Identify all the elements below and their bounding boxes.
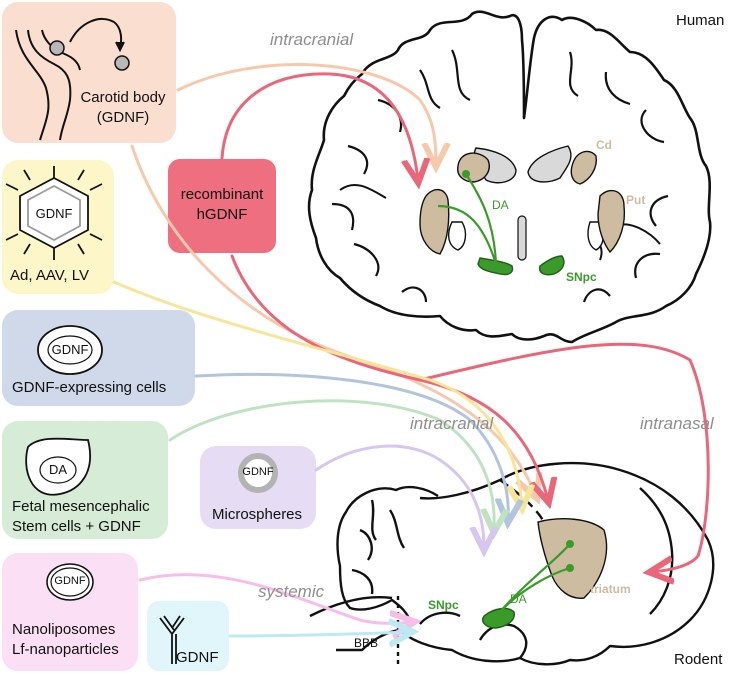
nano-badge: GDNF: [54, 575, 86, 587]
nano-label-line2: Lf-nanoparticles: [12, 641, 119, 658]
gdnf-cell-nucleus: [47, 335, 93, 365]
label-rodent: Rodent: [674, 651, 723, 668]
human-snpc-right: [539, 255, 565, 276]
transplanted-carotid-dot: [114, 55, 130, 71]
carotid-body-box: [2, 2, 176, 143]
route-intracranial-top: intracranial: [270, 30, 354, 49]
human-put-label: Put: [626, 193, 646, 207]
fetal-label-line1: Fetal mesencephalic: [12, 498, 150, 515]
viral-capsid-icon: [5, 166, 103, 260]
human-da-label: DA: [492, 198, 509, 212]
route-intranasal: intranasal: [640, 414, 714, 433]
human-caudate-right: [570, 150, 597, 185]
human-brain-outline: [307, 10, 712, 344]
microspheres-label: Microspheres: [212, 506, 303, 523]
rodent-striatum-label: Striatum: [582, 582, 631, 596]
antibody-box: [147, 601, 229, 671]
human-putamen-right: [597, 189, 626, 254]
carotid-label-line2: (GDNF): [96, 109, 150, 126]
arrow-microspheres-to-rodent: [314, 444, 484, 548]
arrow-antibody-to-rodent: [228, 632, 410, 636]
rodent-da-pathway: [497, 543, 571, 615]
bbb-label: BBB: [354, 636, 379, 650]
human-snpc-label: SNpc: [566, 270, 597, 284]
fetal-label-line2: Stem cells + GDNF: [12, 518, 141, 535]
carotid-label-line1: Carotid body: [80, 89, 166, 106]
nanoliposome-icon: [46, 563, 94, 601]
arrow-viral-to-rodent: [112, 280, 522, 506]
label-human: Human: [676, 12, 725, 29]
route-systemic: systemic: [258, 582, 325, 601]
nano-label-line1: Nanoliposomes: [12, 621, 116, 638]
fetal-badge: DA: [48, 462, 68, 477]
antibody-label: GDNF: [176, 649, 219, 666]
human-da-terminal: [462, 170, 470, 178]
carotid-body-dot: [49, 40, 65, 56]
rodent-da-label: DA: [510, 592, 527, 606]
viral-badge: GDNF: [35, 206, 73, 221]
arrow-recombinant-to-human: [220, 72, 418, 180]
rodent-snpc: [482, 607, 515, 629]
rodent-da-terminal-2: [566, 564, 574, 572]
recombinant-box: [168, 159, 276, 253]
human-da-pathway: [437, 173, 498, 265]
microspheres-badge: GDNF: [242, 466, 274, 478]
arrow-cells-to-rodent: [194, 372, 508, 520]
rodent-striatum: [537, 518, 608, 599]
microsphere-icon: [238, 453, 278, 493]
antibody-icon: [159, 615, 185, 664]
arrow-recombinant-intranasal: [418, 342, 710, 572]
arrow-carotid-to-human: [176, 63, 436, 164]
human-cd-label: Cd: [596, 138, 612, 152]
cells-label: GDNF-expressing cells: [12, 379, 167, 396]
human-snpc-left: [477, 257, 514, 276]
viral-label: Ad, AAV, LV: [10, 267, 89, 284]
fetal-cell-nucleus: [39, 456, 77, 484]
cells-badge: GDNF: [51, 342, 89, 357]
arrow-nano-to-rodent: [138, 573, 412, 624]
arrow-fetal-to-rodent: [168, 399, 494, 530]
recombinant-label-line1: recombinant: [180, 186, 264, 203]
recombinant-label-line2: hGDNF: [196, 206, 248, 223]
rodent-da-terminal-1: [566, 540, 574, 548]
human-caudate-left: [457, 152, 490, 183]
rodent-brain-outline: [309, 461, 715, 666]
route-intracranial-mid: intracranial: [410, 414, 494, 433]
rodent-snpc-label: SNpc: [428, 598, 459, 612]
